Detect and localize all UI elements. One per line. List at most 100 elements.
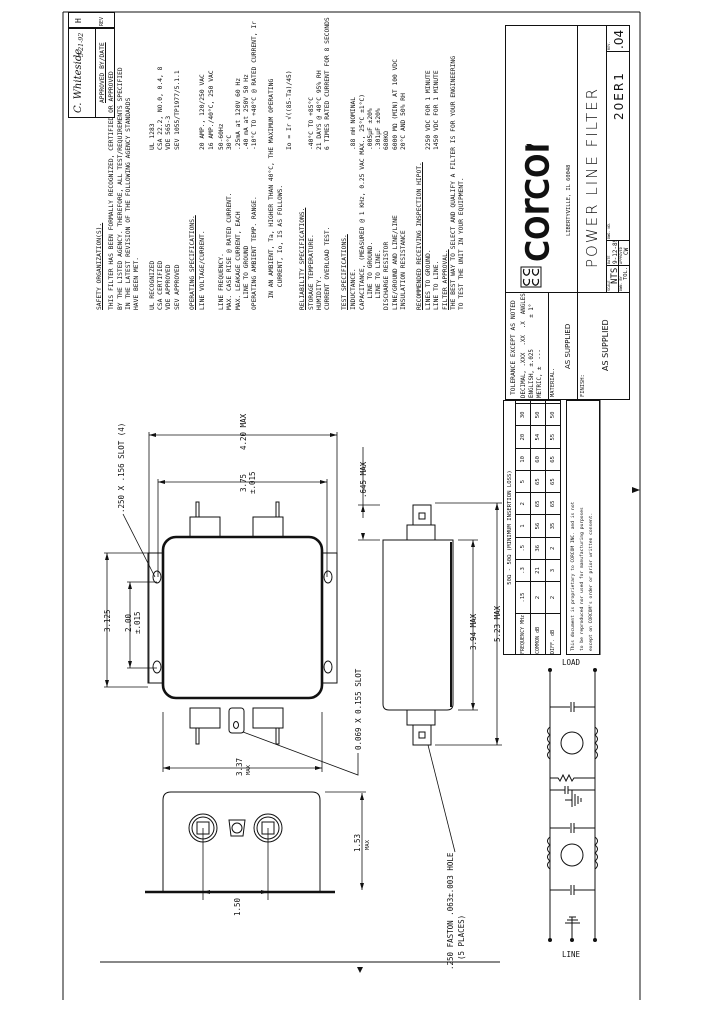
spec-label: LINE TO GROUND (243, 245, 250, 310)
spec-value: -40°C TO +85°C (308, 96, 315, 150)
table-cell: 65 (530, 470, 546, 493)
approval-divider (95, 29, 96, 117)
end-ground-hole (231, 822, 243, 834)
approved-cell: APPROVED CW (618, 240, 630, 266)
spec-label: HUMIDITY. (316, 275, 323, 310)
spec-heading: TEST SPECIFICATIONS. (341, 234, 348, 310)
spec-label: LINE TO GROUND. (367, 241, 374, 310)
table-cell: .3 (515, 559, 531, 582)
spec-label: MAX. LEAKAGE CURRENT, EACH (235, 211, 242, 310)
terminal-housing (189, 516, 221, 538)
capacitor-symbol (550, 823, 595, 833)
terminal-pin (195, 501, 200, 518)
revision-value: H (74, 18, 83, 23)
spec-label: LINE TO LINE. (433, 260, 440, 310)
spec-label: INDUCTANCE. (350, 268, 357, 310)
resistor-symbol (550, 773, 595, 783)
dimension-arrows (105, 433, 640, 973)
table-cell: .15 (515, 581, 531, 614)
front-view (147, 501, 338, 745)
spec-value: 21 DAYS @ 40°C 95% RH (316, 70, 323, 150)
spec-value: .301µF ±20% (375, 108, 382, 150)
spec-value: 30°C (226, 134, 233, 150)
table-cell: 2 (515, 492, 531, 515)
material-label: MATERIAL. (550, 367, 556, 397)
side-terminal-housing (406, 709, 436, 726)
filter-body (161, 535, 324, 700)
table-cell: 10 (515, 448, 531, 471)
spec-heading: RELIABILITY SPECIFICATIONS. (299, 207, 306, 310)
spec-value: 6 TIMES RATED CURRENT FOR 8 SECONDS (324, 17, 331, 150)
slot-note-label: .250 X .156 SLOT (4) (117, 423, 126, 513)
spec-label: LINE VOLTAGE/CURRENT. (199, 230, 206, 310)
common-mode-choke-symbol (547, 726, 598, 760)
row-label: DIFF. dB (545, 613, 561, 655)
corcom-logo-icon (520, 266, 542, 288)
spec-label: THE BEST WAY TO SELECT AND QUALIFY A FIL… (450, 55, 457, 310)
spec-value: UL 1283 (149, 123, 156, 150)
spec-value: Io = Ir √((85-Ta)/45) (286, 70, 293, 150)
spec-label: LINE/GROUND AND LINE/LINE (392, 215, 399, 310)
material-cell: MATERIAL. AS SUPPLIED (548, 292, 578, 400)
terminal-arrow-icons (548, 668, 597, 942)
revision-number: .04 (612, 29, 626, 49)
spec-label: SEV APPROVED (174, 264, 181, 311)
table-cell: 5 (515, 470, 531, 493)
drawing-number: 20ER1 (612, 71, 626, 120)
table-cell: .5 (515, 537, 531, 560)
notice-line: This document is proprietary to CORCOM I… (571, 501, 576, 651)
spec-value: SEV 1055/TP1977/5.1.1 (174, 70, 181, 150)
flange-height-dimension: 3.125 (103, 609, 112, 632)
tolerance-title: TOLERANCE EXCEPT AS NOTED (510, 300, 517, 395)
mounting-slot (152, 570, 162, 584)
tolerance-line: ENGLISH, ±.025 ± 1° (529, 303, 535, 398)
overall-length-dimension: 5.23 MAX (493, 605, 502, 642)
tolerance-line: METRIC, ± --- (537, 349, 543, 398)
spec-value: 20 AMP., 120/250 VAC (199, 74, 206, 150)
notice-line: to be reproduced nor used for manufactur… (580, 507, 585, 651)
terminal-housing (252, 707, 284, 729)
spec-label: STORAGE TEMPERATURE. (308, 234, 315, 310)
spec-heading: RECOMMENDED RECEIVING INSPECTION HIPOT. (416, 162, 423, 310)
y-capacitors-ground-symbol (550, 786, 595, 807)
body-length-dimension: 3.94 MAX (469, 613, 478, 650)
spec-label: LINE TO LINE. (375, 249, 382, 310)
table-cell: 36 (530, 537, 546, 560)
slot-pitch-tolerance: ±.015 (133, 611, 142, 634)
faston-tab (412, 724, 432, 746)
corcom-wordmark: corcom (511, 144, 558, 263)
table-cell: 20 (515, 425, 531, 449)
spec-label: MAX. CASE RISE @ RATED CURRENT. (226, 192, 233, 310)
notice-line: except on CORCOM's order or prior writte… (589, 512, 594, 651)
company-cell: corcom LIBERTYVILLE, IL 60048 (505, 25, 578, 293)
ground-tab (228, 707, 245, 734)
spec-value: .005µF ±20% (367, 108, 374, 150)
approval-signature: C. Whiteside (73, 48, 84, 113)
faston-hole (418, 512, 426, 520)
drawing-title: POWER LINE FILTER (583, 86, 601, 268)
spec-label: CAPACITANCE, (MEASURED @ 1 KHz, 0.25 VAC… (359, 93, 366, 310)
spec-label: CSA CERTIFIED (157, 260, 164, 310)
end-view (145, 791, 335, 894)
table-cell: 3 (545, 559, 561, 582)
terminal-housing (252, 516, 284, 538)
slot-spacing-dimension: 3.75 (239, 474, 248, 492)
filter-schematic (547, 668, 598, 942)
insertion-loss-table: 50Ω - 50Ω (MINIMUM INSERTION LOSS) FREQU… (503, 400, 561, 655)
table-cell: 2 (530, 581, 546, 614)
line-label: LINE (562, 950, 581, 959)
spec-label: BY THE LISTED AGENCY. THEREFORE, ALL TES… (117, 67, 124, 310)
table-cell: 65 (545, 448, 561, 471)
spec-label: HAVE BEEN MET. (133, 256, 140, 310)
drawing-number-label: DWG. NO. (607, 222, 611, 239)
table-cell: 21 (530, 559, 546, 582)
table-cell: 50 (530, 403, 546, 426)
terminal-pitch-dimension: 1.50 (233, 897, 242, 916)
revision-label: REV (99, 16, 105, 26)
end-ground-tab (228, 819, 246, 837)
spec-label: THIS FILTER HAS BEEN FORMALLY RECOGNIZED… (108, 71, 115, 310)
terminal-pin (195, 727, 200, 745)
row-label: COMMON dB (530, 613, 546, 655)
